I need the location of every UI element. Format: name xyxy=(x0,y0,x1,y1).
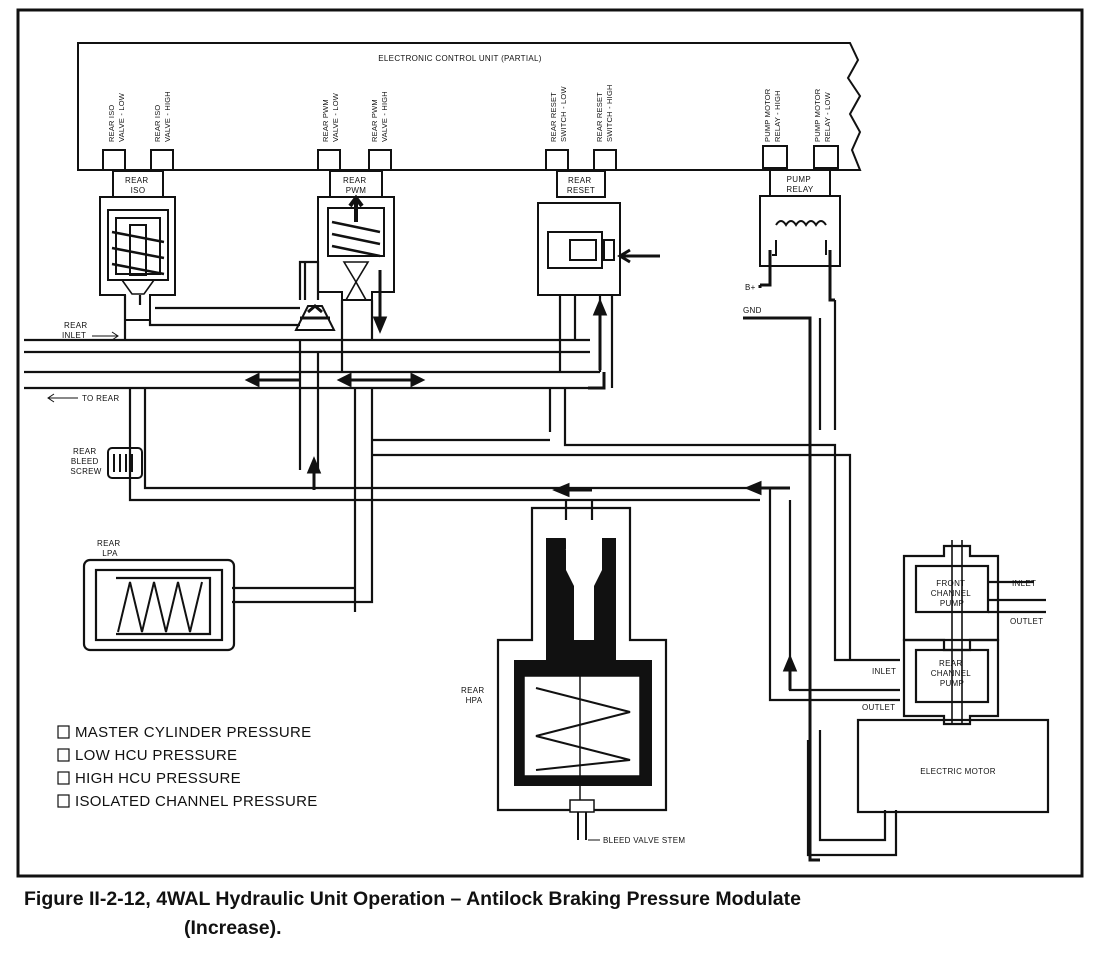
arrow-left-mid xyxy=(336,372,352,388)
terminal-pwm-high xyxy=(368,149,392,171)
electric-motor xyxy=(856,718,1050,814)
terminal-label-reset-high: REAR RESETSWITCH - HIGH xyxy=(595,84,614,142)
flow-arrows xyxy=(244,270,798,690)
terminal-iso-high xyxy=(150,149,174,171)
to-rear-label: TO REAR xyxy=(82,394,120,403)
arrow-down-pwm xyxy=(372,316,388,334)
terminal-pump-high xyxy=(762,145,788,169)
pump-relay xyxy=(759,169,841,267)
arrow-left-right-channel xyxy=(744,480,762,496)
ecu-terminals xyxy=(102,145,839,171)
pump-relay-label: PUMP RELAY xyxy=(786,175,814,194)
legend: MASTER CYLINDER PRESSURE LOW HCU PRESSUR… xyxy=(57,724,318,810)
ecu-terminal-labels: REAR ISOVALVE - LOW REAR ISOVALVE - HIGH… xyxy=(107,84,832,142)
front-channel-pump xyxy=(902,544,1046,652)
legend-text-low: LOW HCU PRESSURE xyxy=(75,747,237,764)
caption-line-2: (Increase). xyxy=(184,917,282,939)
electric-motor-label: ELECTRIC MOTOR xyxy=(920,767,996,776)
rear-reset-label: REAR RESET xyxy=(567,176,595,195)
terminal-label-pwm-high: REAR PWMVALVE - HIGH xyxy=(370,91,389,142)
terminal-label-reset-low: REAR RESETSWITCH - LOW xyxy=(549,86,568,142)
terminal-label-pwm-low: REAR PWMVALVE - LOW xyxy=(321,92,340,142)
b-plus-label: B+ xyxy=(745,283,756,292)
caption-line-1: Figure II-2-12, 4WAL Hydraulic Unit Oper… xyxy=(24,888,801,910)
arrow-to-rear-left xyxy=(244,372,260,388)
terminal-label-iso-low: REAR ISOVALVE - LOW xyxy=(107,92,126,142)
rear-lpa xyxy=(82,558,236,652)
terminal-reset-high xyxy=(593,149,617,171)
rear-pump-inlet-label: INLET xyxy=(872,667,896,676)
rear-bleed-screw-label: REAR BLEED SCREW xyxy=(70,447,101,476)
terminal-label-pump-high: PUMP MOTORRELAY - HIGH xyxy=(763,88,782,142)
legend-swatch-low xyxy=(57,748,70,762)
rear-iso-valve xyxy=(99,170,176,321)
terminal-pump-low xyxy=(813,145,839,169)
legend-text-high: HIGH HCU PRESSURE xyxy=(75,770,241,787)
relay-wiring xyxy=(743,250,835,862)
front-inlet-label: INLET xyxy=(1012,579,1036,588)
ecu-title: ELECTRONIC CONTROL UNIT (PARTIAL) xyxy=(378,54,541,63)
rear-bleed-screw xyxy=(107,447,143,479)
terminal-iso-low xyxy=(102,149,126,171)
legend-text-master: MASTER CYLINDER PRESSURE xyxy=(75,724,311,741)
motor-shaft xyxy=(951,540,963,724)
legend-swatch-master xyxy=(57,725,70,739)
rear-inlet-arrow xyxy=(92,331,119,341)
terminal-pwm-low xyxy=(317,149,341,171)
terminal-label-pump-low: PUMP MOTORRELAY - LOW xyxy=(813,88,832,142)
arrow-left-hpa xyxy=(552,482,570,498)
terminal-reset-low xyxy=(545,149,569,171)
rear-pump-outlet-label: OUTLET xyxy=(862,703,895,712)
terminal-label-iso-high: REAR ISOVALVE - HIGH xyxy=(153,91,172,142)
diagram-frame xyxy=(16,8,1084,878)
to-rear-arrow xyxy=(47,393,78,403)
legend-text-isolated: ISOLATED CHANNEL PRESSURE xyxy=(75,793,318,810)
rear-hpa-label: REAR HPA xyxy=(461,686,487,705)
legend-swatch-high xyxy=(57,771,70,785)
reset-input-arrow xyxy=(617,248,660,264)
rear-inlet-label: REAR INLET xyxy=(62,321,90,340)
legend-swatch-isolated xyxy=(57,794,70,808)
pwm-up-arrow xyxy=(348,194,364,222)
rear-pwm-label: REAR PWM xyxy=(343,176,369,195)
bleed-valve-stem-label: BLEED VALVE STEM xyxy=(603,836,685,845)
rear-lpa-label: REAR LPA xyxy=(97,539,123,558)
rear-iso-label: REAR ISO xyxy=(125,176,151,195)
rear-reset-switch xyxy=(537,170,621,296)
gnd-label: GND xyxy=(743,306,762,315)
arrow-up-reset xyxy=(592,298,608,316)
hydraulic-passages xyxy=(24,260,900,857)
front-outlet-label: OUTLET xyxy=(1010,617,1043,626)
arrow-up-pump xyxy=(782,654,798,672)
arrow-right-mid xyxy=(410,372,426,388)
check-valve xyxy=(294,304,336,331)
rear-hpa xyxy=(496,506,668,840)
arrow-up-bleed xyxy=(306,456,322,474)
